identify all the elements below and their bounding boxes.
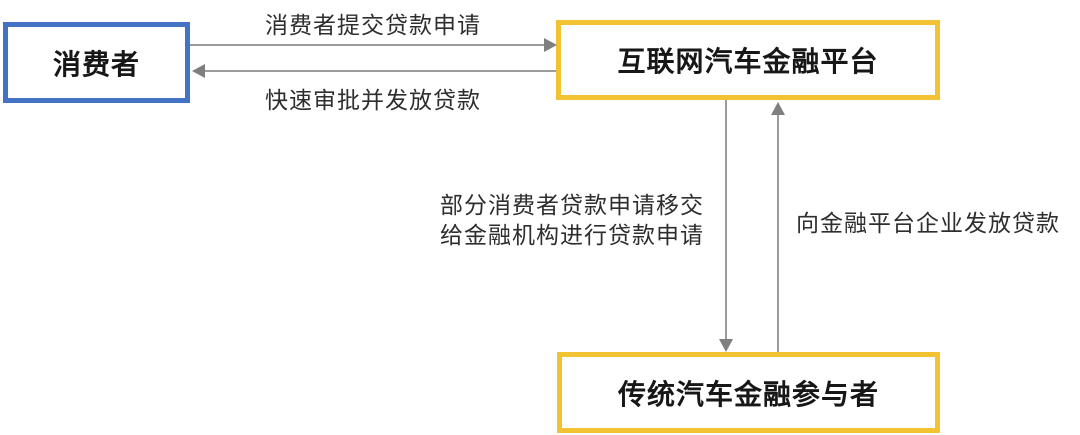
node-consumer: 消费者 [3,22,190,103]
node-platform: 互联网汽车金融平台 [556,20,940,100]
arrow-down-head-icon [719,339,733,352]
arrow-issue-line [777,114,779,352]
node-traditional: 传统汽车金融参与者 [557,352,940,433]
arrow-left-head-icon [192,64,205,78]
arrow-submit-line [190,44,546,46]
edge-label-submit: 消费者提交贷款申请 [265,13,481,38]
edge-label-issue: 向金融平台企业发放贷款 [796,211,1060,236]
arrow-transfer-line [725,100,727,346]
arrow-up-head-icon [771,102,785,115]
arrow-approve-line [204,70,556,72]
edge-label-approve: 快速审批并发放贷款 [265,88,481,113]
node-consumer-label: 消费者 [52,49,140,81]
edge-label-transfer: 部分消费者贷款申请移交 给金融机构进行贷款申请 [440,193,704,248]
node-traditional-label: 传统汽车金融参与者 [617,379,879,411]
node-platform-label: 互联网汽车金融平台 [617,47,879,78]
arrow-right-head-icon [544,38,557,52]
